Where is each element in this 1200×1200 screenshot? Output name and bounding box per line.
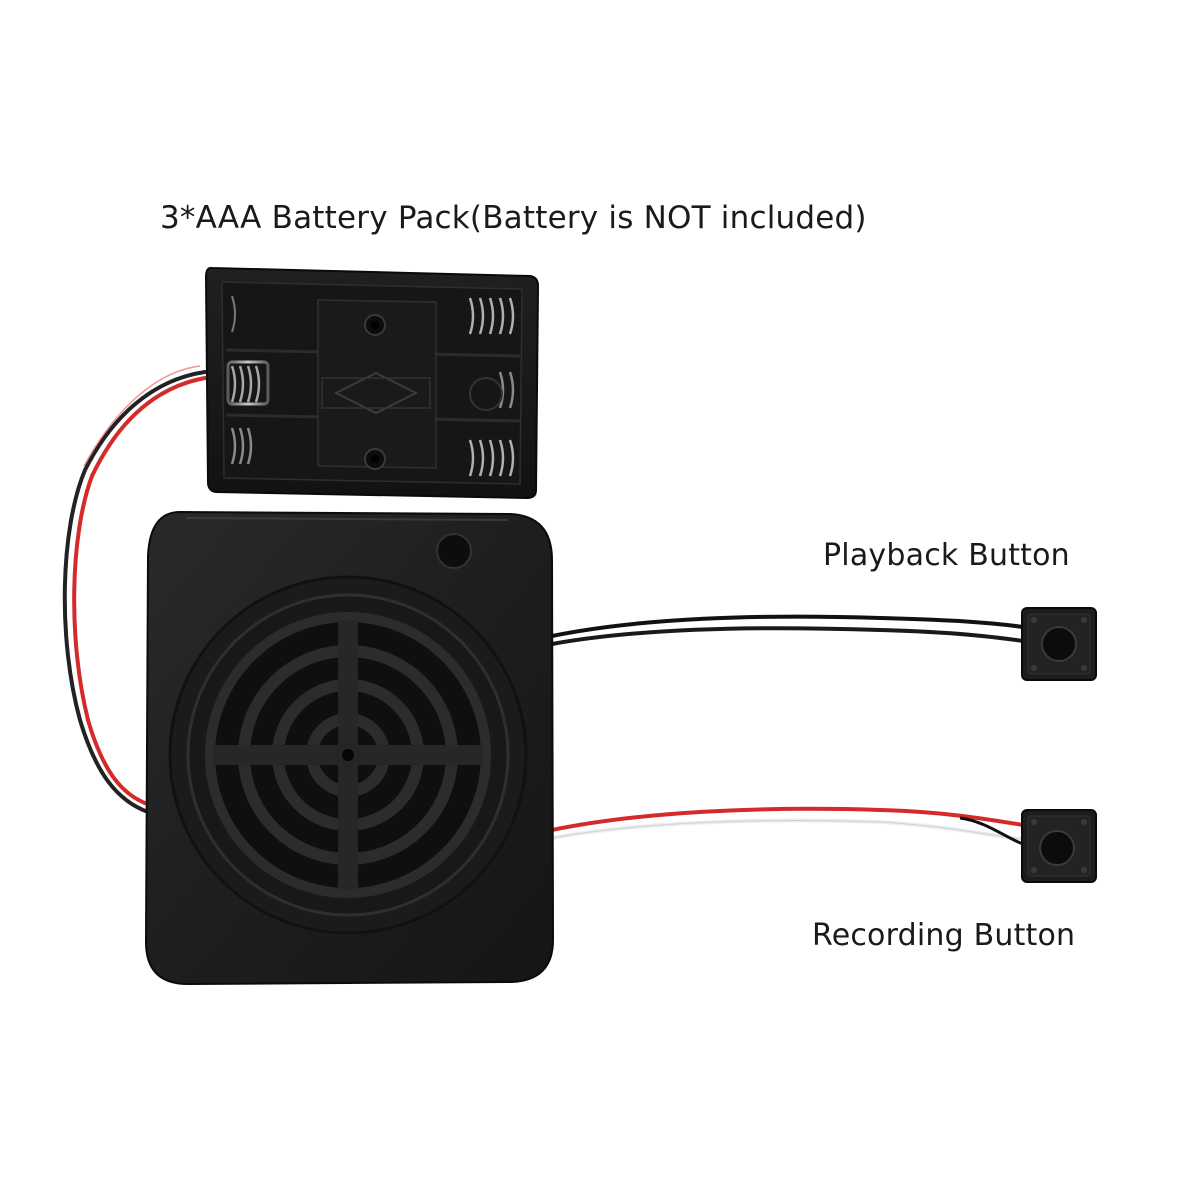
playback-switch-icon <box>1021 607 1097 681</box>
spring-contacts-right <box>468 297 515 477</box>
recording-wire <box>550 806 1032 848</box>
playback-button-label: Playback Button <box>823 538 1070 573</box>
battery-wire <box>62 365 207 814</box>
speaker-grille-icon <box>168 575 528 935</box>
battery-pack-label: 3*AAA Battery Pack(Battery is NOT includ… <box>160 200 867 236</box>
recording-switch-icon <box>1021 809 1097 883</box>
battery-holder-icon <box>204 266 540 500</box>
speaker-box <box>144 510 555 986</box>
playback-wire <box>550 614 1032 646</box>
spring-contacts-left <box>226 295 270 465</box>
recording-button-label: Recording Button <box>812 918 1076 953</box>
